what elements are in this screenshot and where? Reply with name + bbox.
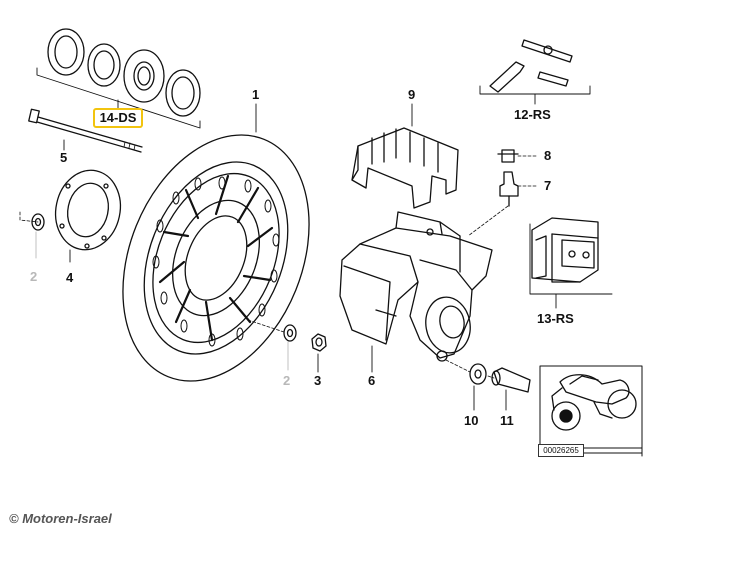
callout-14-ds-highlighted[interactable]: 14-DS xyxy=(93,108,143,128)
caliper-bolt-part xyxy=(487,367,531,411)
callout-1: 1 xyxy=(252,87,260,102)
caliper-washer-part xyxy=(445,359,487,411)
callout-7: 7 xyxy=(544,178,552,193)
brake-caliper-part xyxy=(339,211,493,373)
long-bolt-part xyxy=(28,108,143,153)
copyright-notice: © Motoren-Israel xyxy=(9,511,112,526)
bleed-screw-part xyxy=(467,171,537,237)
pad-retainer-part xyxy=(351,103,459,209)
callout-9: 9 xyxy=(408,87,416,102)
seal-ring-1 xyxy=(47,28,85,76)
washer-part xyxy=(19,211,45,259)
hub-ring-part xyxy=(54,169,122,263)
callout-6: 6 xyxy=(368,373,376,388)
seal-ring-4 xyxy=(165,69,201,117)
callout-2-right: 2 xyxy=(283,373,291,388)
callout-10: 10 xyxy=(464,413,479,428)
callout-2-left: 2 xyxy=(30,269,38,284)
diagram-reference-code: 00026265 xyxy=(538,444,584,457)
disc-nut-part xyxy=(311,333,327,373)
disc-washer-part xyxy=(247,319,297,371)
seal-ring-2 xyxy=(87,43,121,87)
callout-11: 11 xyxy=(500,413,514,428)
callout-4: 4 xyxy=(66,270,74,285)
brake-pads-part xyxy=(529,217,613,309)
callout-8: 8 xyxy=(544,148,552,163)
bleed-cap-part xyxy=(497,149,537,163)
callout-13-rs: 13-RS xyxy=(537,311,574,326)
seal-ring-3 xyxy=(123,49,165,103)
callout-3: 3 xyxy=(314,373,322,388)
callout-5: 5 xyxy=(60,150,68,165)
pin-kit-part xyxy=(479,39,591,105)
brake-disc-part xyxy=(122,103,310,382)
motorcycle-locator-inset xyxy=(539,365,643,457)
callout-12-rs: 12-RS xyxy=(514,107,551,122)
